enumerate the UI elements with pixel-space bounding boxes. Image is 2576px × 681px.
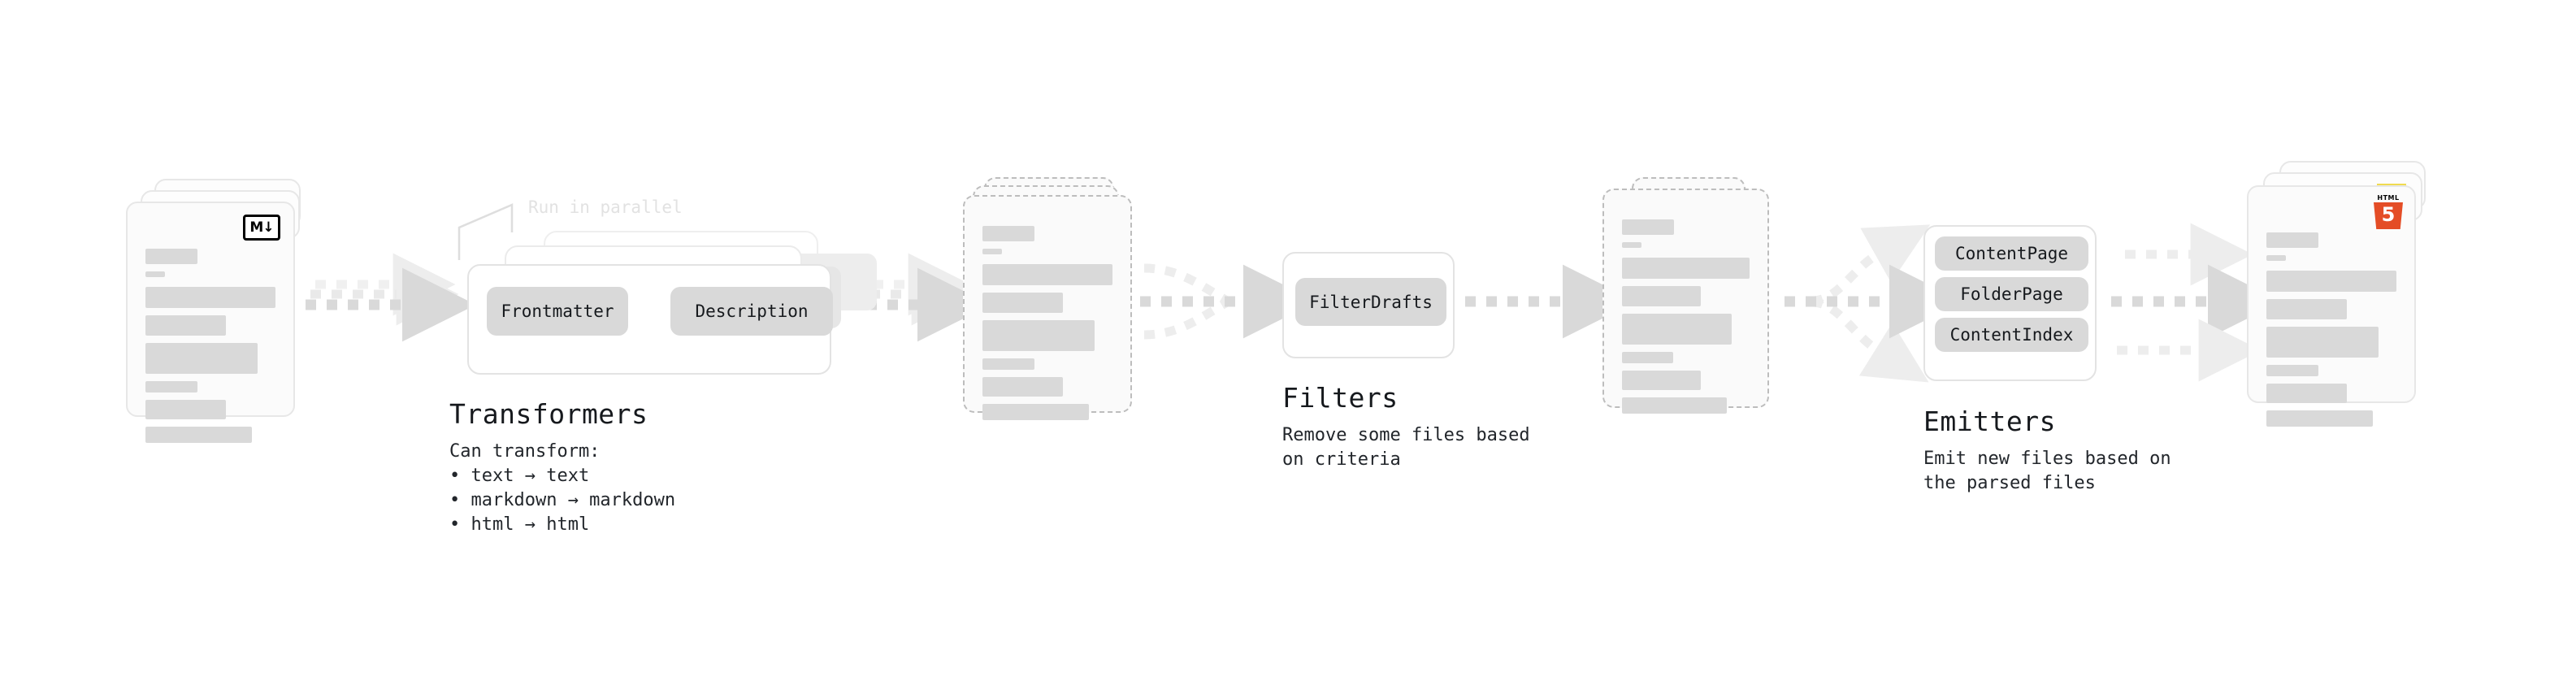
file-content-placeholder	[982, 226, 1112, 427]
content-bar	[982, 404, 1090, 420]
transformers-box-front[interactable]: Frontmatter Description	[467, 264, 833, 375]
html5-icon-digit: 5	[2381, 203, 2396, 226]
content-bar	[145, 315, 227, 336]
md-letter: M	[249, 219, 263, 236]
content-bar	[2266, 299, 2348, 319]
html5-icon-label: HTML	[2377, 194, 2400, 202]
modified-file-stack[interactable]	[963, 177, 1150, 429]
content-bar	[2266, 410, 2374, 427]
stage-title-filters: Filters	[1282, 382, 1399, 414]
transformer-node-frontmatter[interactable]: Frontmatter	[487, 287, 628, 336]
markdown-file-front[interactable]: M↓	[126, 202, 295, 443]
emitter-node-contentindex[interactable]: ContentIndex	[1935, 318, 2088, 352]
content-bar	[982, 264, 1112, 285]
content-bar	[2266, 255, 2286, 261]
content-bar	[145, 287, 275, 308]
stage-emitters: ContentPage FolderPage ContentIndex Emit…	[1923, 225, 2171, 496]
filter-node-filterdrafts[interactable]: FilterDrafts	[1295, 278, 1446, 326]
emitters-box[interactable]: ContentPage FolderPage ContentIndex	[1923, 225, 2097, 381]
content-bar	[145, 249, 197, 264]
stage-filtered-files: Filtered files	[1602, 177, 1834, 681]
stage-modified-files: Modified files HTML Syntax Tree + data f…	[963, 177, 1199, 681]
html5-icon-shield	[2374, 202, 2403, 229]
content-bar	[982, 358, 1034, 370]
html5-icon: HTML 5	[2374, 194, 2403, 229]
emitter-node-contentpage[interactable]: ContentPage	[1935, 236, 2088, 271]
content-bar	[1622, 286, 1702, 306]
filters-box[interactable]: FilterDrafts	[1282, 252, 1455, 358]
stage-desc-filters: Remove some files based on criteria	[1282, 425, 1530, 470]
content-bar	[1622, 397, 1727, 414]
stage-generated-site: CSS HTML 5	[2247, 161, 2495, 681]
content-bar	[2266, 271, 2396, 292]
file-content-placeholder	[145, 249, 275, 450]
content-bar	[2266, 384, 2348, 403]
content-bar	[982, 249, 1002, 254]
content-bar	[145, 427, 253, 443]
content-bar	[145, 343, 258, 374]
content-bar	[982, 293, 1064, 313]
md-arrow-glyph: ↓	[262, 219, 274, 236]
content-bar	[1622, 258, 1750, 279]
stage-title-emitters: Emitters	[1923, 406, 2056, 437]
file-content-placeholder	[2266, 232, 2396, 434]
stage-desc-emitters: Emit new files based on the parsed files	[1923, 449, 2171, 493]
content-bar	[982, 377, 1064, 397]
content-bar	[982, 320, 1095, 351]
stage-markdown-files: M↓ M↓ M↓	[126, 179, 358, 681]
markdown-file-stack[interactable]: M↓ M↓ M↓	[126, 179, 337, 443]
content-bar	[1622, 352, 1673, 363]
content-bar	[2266, 327, 2379, 358]
markdown-icon: M↓	[243, 215, 280, 241]
generated-file-html[interactable]: HTML 5	[2247, 185, 2416, 427]
content-bar	[1622, 314, 1733, 345]
content-bar	[982, 226, 1034, 241]
filtered-file-stack[interactable]	[1602, 177, 1789, 429]
file-content-placeholder	[1622, 219, 1750, 421]
content-bar	[2266, 365, 2318, 376]
stage-transformers: Run in parallel Frontmatter Description …	[449, 195, 877, 537]
run-in-parallel-label: Run in parallel	[528, 197, 683, 217]
modified-file-front[interactable]	[963, 195, 1132, 420]
emitter-node-folderpage[interactable]: FolderPage	[1935, 277, 2088, 311]
content-bar	[145, 400, 227, 419]
content-bar	[1622, 371, 1702, 390]
content-bar	[2266, 232, 2318, 248]
content-bar	[145, 271, 165, 277]
stage-filters: FilterDrafts Filters Remove some files b…	[1282, 252, 1530, 472]
transformer-node-description[interactable]: Description	[670, 287, 833, 336]
content-bar	[145, 381, 197, 393]
stage-desc-transformers: Can transform: • text → text • markdown …	[449, 441, 676, 535]
stage-title-transformers: Transformers	[449, 398, 648, 430]
filtered-file-front[interactable]	[1602, 189, 1769, 414]
generated-site-stack[interactable]: CSS HTML 5	[2247, 161, 2458, 427]
content-bar	[1622, 242, 1641, 248]
content-bar	[1622, 219, 1674, 235]
